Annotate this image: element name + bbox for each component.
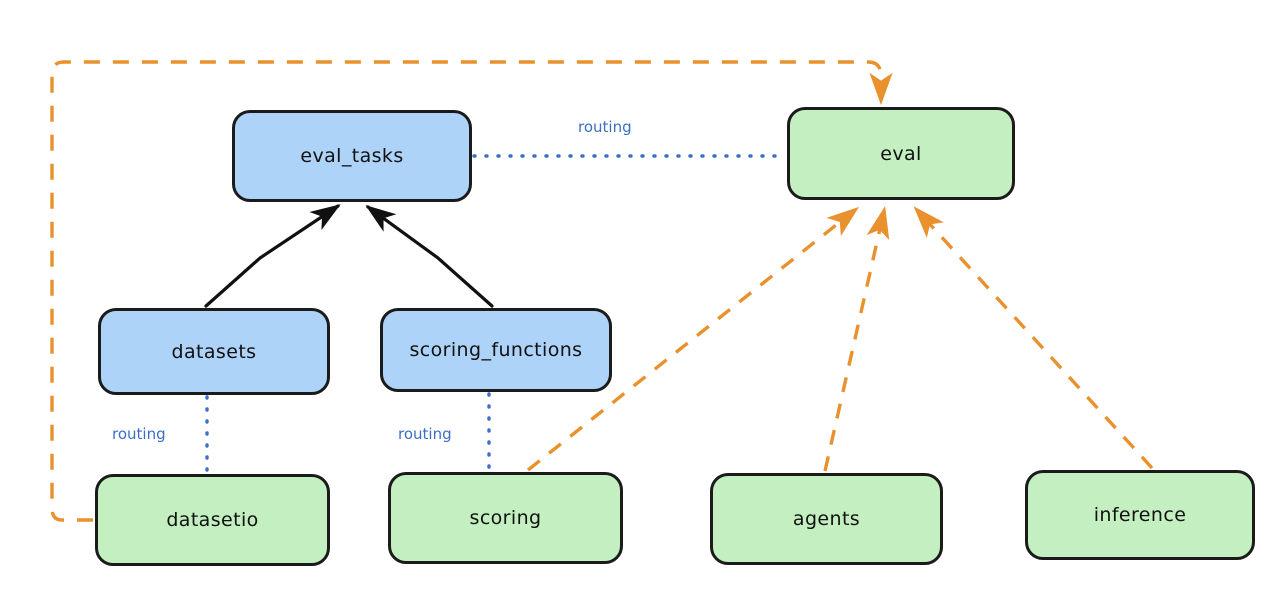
node-label-scoring: scoring — [469, 507, 542, 529]
node-label-eval-tasks: eval_tasks — [300, 145, 404, 167]
node-scoring[interactable]: scoring — [388, 472, 623, 564]
node-datasets[interactable]: datasets — [98, 308, 330, 395]
edge-label-routing-scoring-functions-scoring: routing — [398, 425, 452, 443]
node-label-eval: eval — [880, 142, 922, 165]
node-label-datasets: datasets — [171, 340, 257, 363]
node-label-inference: inference — [1093, 504, 1187, 526]
node-label-datasetio: datasetio — [166, 509, 259, 531]
node-datasetio[interactable]: datasetio — [95, 474, 330, 566]
edge-scoring-functions-eval_tasks — [365, 205, 494, 308]
node-inference[interactable]: inference — [1025, 470, 1255, 560]
node-scoring-functions[interactable]: scoring_functions — [380, 308, 612, 392]
node-label-agents: agents — [792, 508, 861, 530]
node-eval[interactable]: eval — [787, 107, 1015, 200]
edge-datasets-eval_tasks — [204, 204, 341, 308]
node-agents[interactable]: agents — [710, 473, 943, 565]
edge-inference-eval — [913, 206, 1154, 470]
edge-agents-eval — [823, 206, 890, 472]
edge-label-routing-datasets-datasetio: routing — [112, 425, 166, 443]
edge-label-routing-eval-tasks-eval: routing — [578, 118, 632, 136]
node-eval-tasks[interactable]: eval_tasks — [232, 110, 472, 202]
node-label-scoring-functions: scoring_functions — [409, 339, 583, 361]
